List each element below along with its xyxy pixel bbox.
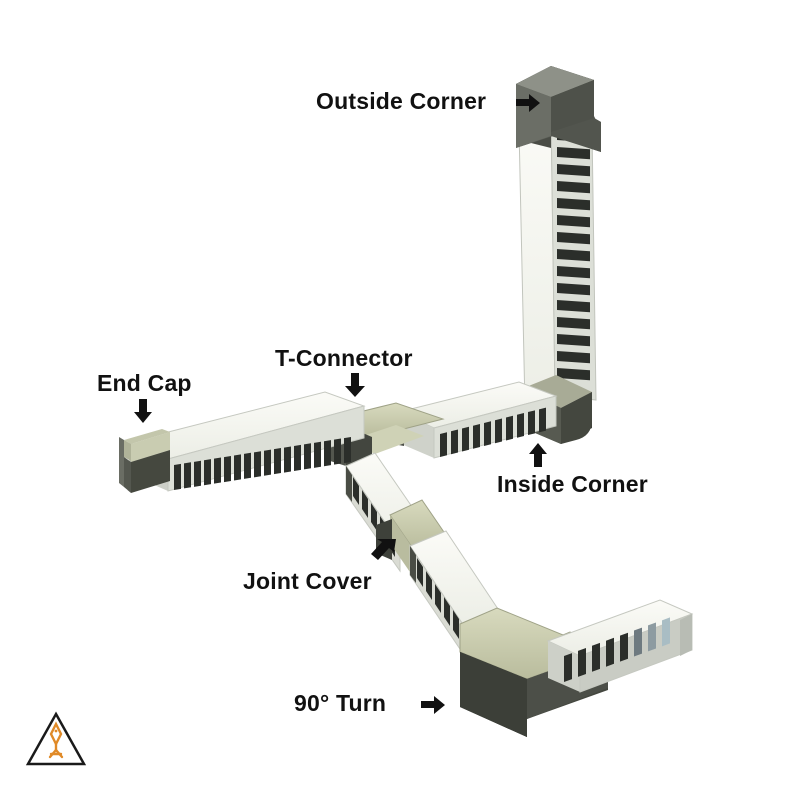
label-outside-corner-text: Outside Corner — [316, 88, 487, 114]
label-t-connector-text: T-Connector — [275, 345, 413, 371]
part-bottom-duct — [546, 599, 694, 693]
arrow-up-icon-inside-corner — [529, 443, 547, 467]
label-outside-corner: Outside Corner — [316, 88, 486, 115]
part-outside-corner — [516, 66, 601, 152]
arrow-up-right-icon-joint-cover — [371, 539, 396, 560]
label-inside-corner: Inside Corner — [497, 471, 648, 498]
watermark-logo-icon — [25, 711, 87, 766]
arrow-right-icon-outside-corner — [516, 94, 540, 112]
label-end-cap-text: End Cap — [97, 370, 192, 396]
label-end-cap: End Cap — [97, 370, 192, 397]
horizontal-duct-right-slots — [440, 407, 546, 457]
label-inside-corner-text: Inside Corner — [497, 471, 648, 497]
arrow-down-icon-t-connector — [345, 373, 365, 397]
diagonal-duct-lower-slots — [417, 558, 459, 639]
arrow-right-icon-ninety-turn — [421, 696, 445, 714]
arrow-down-icon-end-cap — [134, 399, 152, 423]
part-vertical-duct — [518, 111, 597, 408]
vertical-duct-slots — [557, 130, 590, 381]
label-ninety-turn-text: 90° Turn — [294, 690, 387, 716]
part-end-cap — [119, 429, 170, 493]
label-t-connector: T-Connector — [275, 345, 413, 372]
horizontal-duct-left-slots — [174, 436, 351, 490]
part-horizontal-duct-right — [393, 381, 558, 459]
bottom-duct-slots — [564, 617, 670, 682]
label-joint-cover: Joint Cover — [243, 568, 372, 595]
label-ninety-turn: 90° Turn — [294, 690, 386, 717]
label-joint-cover-text: Joint Cover — [243, 568, 372, 594]
